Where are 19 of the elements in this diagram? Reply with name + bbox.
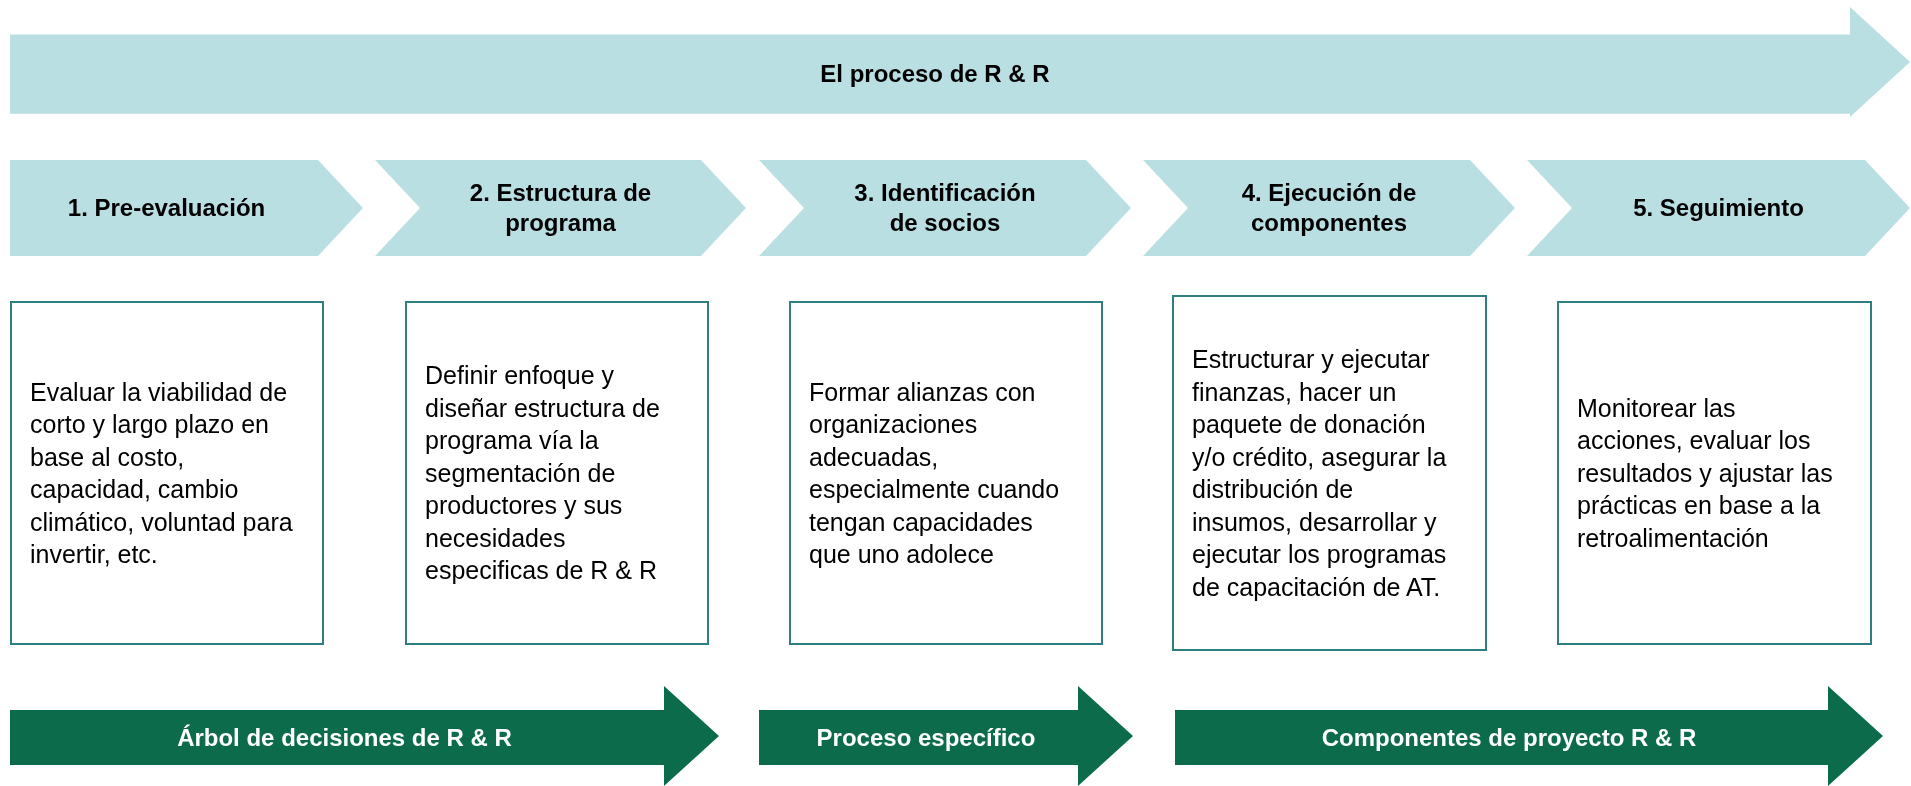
description-box <box>405 301 709 645</box>
step-title: 4. Ejecución de componentes <box>1240 178 1418 238</box>
step-title: 1. Pre-evaluación <box>67 193 266 223</box>
description-box <box>10 301 324 645</box>
step-description: Monitorear las acciones, evaluar los resultados y ajustar las prácticas en base a la retroalimentación <box>1577 392 1834 554</box>
description-box <box>1172 295 1487 651</box>
description-box <box>1557 301 1872 645</box>
description-box <box>789 301 1103 645</box>
step-description: Evaluar la viabilidad de corto y largo plazo en base al costo, capacidad, cambio climático, voluntad para invertir, etc. <box>30 376 294 570</box>
step-description: Estructurar y ejecutar finanzas, hacer un paquete de donación y/o crédito, asegurar la distribución de insumos, desarrollar y ejecutar los programas de capacitación de AT. <box>1192 344 1448 603</box>
arrow-label: El proceso de R & R <box>820 59 1050 90</box>
arrow-label: Componentes de proyecto R & R <box>1321 722 1697 753</box>
step-title: 2. Estructura de programa <box>468 178 653 238</box>
arrow-label: Árbol de decisiones de R & R <box>177 722 512 753</box>
step-title: 3. Identificación de socios <box>853 178 1037 238</box>
arrow-label: Proceso específico <box>816 722 1036 753</box>
step-title: 5. Seguimiento <box>1633 193 1804 223</box>
step-description: Formar alianzas con organizaciones adecuadas, especialmente cuando tengan capacidades que uno adolece <box>809 376 1061 570</box>
step-description: Definir enfoque y diseñar estructura de programa vía la segmentación de productores y sus necesidades especificas de R & R <box>425 360 661 587</box>
